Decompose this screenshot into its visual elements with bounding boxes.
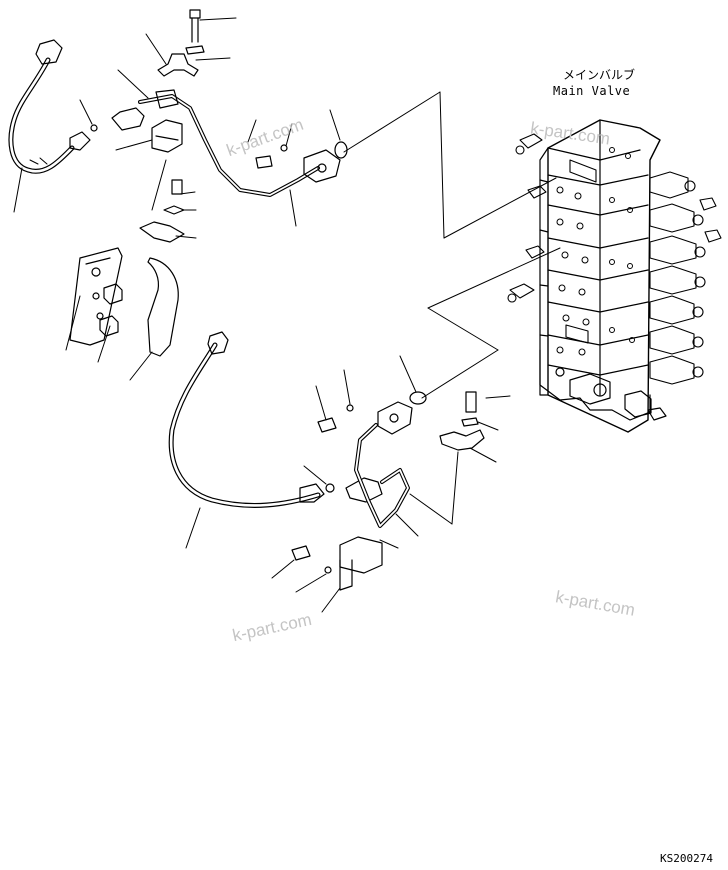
upper-hose [8,39,91,174]
lower-clamps [291,391,485,591]
o-ring-lower [325,483,335,493]
o-ring-upper [90,124,98,132]
drawing-number: KS200274 [660,852,713,865]
title-en: Main Valve [553,84,631,98]
main-valve [507,119,722,433]
upper-tube [111,89,348,197]
title-jp: メインバルブ [563,68,636,82]
bracket-plates [69,247,179,357]
leader-lines [13,17,561,613]
lower-tube [345,391,427,528]
lower-hose [168,331,325,508]
upper-clamp [139,9,288,243]
